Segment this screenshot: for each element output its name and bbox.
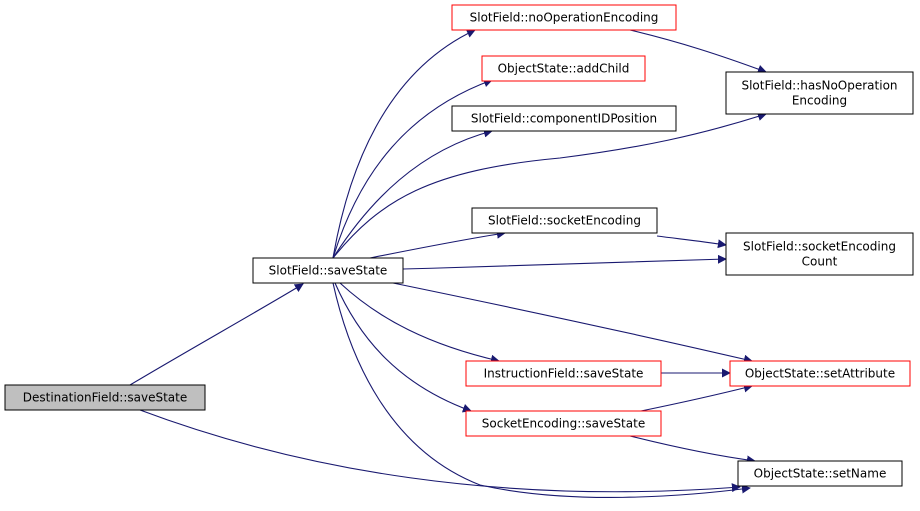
node-box[interactable]	[729, 360, 911, 387]
edge-slot-field-save-state-to-slot-field-socket-encoding-count	[402, 254, 727, 270]
node-slot-field-component-id-position[interactable]: SlotField::componentIDPosition	[451, 105, 677, 132]
node-label: SlotField::noOperationEncoding	[470, 11, 659, 25]
node-socket-encoding-save-state[interactable]: SocketEncoding::saveState	[465, 410, 662, 437]
node-object-state-set-attribute[interactable]: ObjectState::setAttribute	[729, 360, 911, 387]
edge-slot-field-save-state-to-socket-encoding-save-state	[334, 282, 472, 413]
node-box[interactable]	[465, 410, 662, 437]
edge-slot-field-save-state-to-slot-field-socket-encoding	[369, 229, 506, 259]
node-object-state-add-child[interactable]: ObjectState::addChild	[481, 55, 646, 82]
node-box[interactable]	[451, 4, 677, 31]
node-label: ObjectState::addChild	[498, 62, 630, 76]
edge-slot-field-save-state-to-instruction-field-save-state	[339, 282, 500, 364]
node-label: SlotField::saveState	[269, 264, 388, 278]
node-label: SlotField::componentIDPosition	[471, 112, 657, 126]
node-label: ObjectState::setName	[754, 467, 887, 481]
node-box[interactable]	[725, 232, 914, 276]
node-label: SlotField::hasNoOperation	[741, 79, 897, 93]
edge-socket-encoding-save-state-to-object-state-set-attribute	[640, 383, 753, 412]
node-label: Count	[802, 255, 838, 269]
node-label: DestinationField::saveState	[23, 391, 188, 405]
node-slot-field-save-state[interactable]: SlotField::saveState	[252, 257, 404, 284]
nodes-layer: DestinationField::saveState SlotField::sa…	[4, 4, 914, 487]
edge-slot-field-save-state-to-object-state-add-child	[332, 78, 493, 259]
node-box[interactable]	[725, 71, 914, 115]
edge-slot-field-save-state-to-slot-field-has-no-operation-encoding	[332, 112, 767, 259]
node-slot-field-no-operation-encoding[interactable]: SlotField::noOperationEncoding	[451, 4, 677, 31]
node-box[interactable]	[465, 360, 662, 387]
node-box[interactable]	[252, 257, 404, 284]
edge-slot-field-save-state-to-slot-field-no-operation-encoding	[332, 29, 476, 259]
edge-slot-field-save-state-to-object-state-set-name	[332, 282, 751, 498]
node-box[interactable]	[4, 384, 206, 411]
node-box[interactable]	[471, 207, 658, 234]
node-label: ObjectState::setAttribute	[745, 367, 895, 381]
node-label: Encoding	[792, 94, 847, 108]
edge-destination-field-save-state-to-slot-field-save-state	[129, 283, 304, 386]
node-object-state-set-name[interactable]: ObjectState::setName	[737, 460, 903, 487]
node-instruction-field-save-state[interactable]: InstructionField::saveState	[465, 360, 662, 387]
edge-slot-field-save-state-to-object-state-set-attribute	[392, 282, 753, 364]
node-label: SlotField::socketEncoding	[743, 240, 896, 254]
edge-slot-field-no-operation-encoding-to-slot-field-has-no-operation-encoding	[629, 29, 767, 74]
node-label: InstructionField::saveState	[484, 367, 644, 381]
node-destination-field-save-state[interactable]: DestinationField::saveState	[4, 384, 206, 411]
edge-slot-field-socket-encoding-to-slot-field-socket-encoding-count	[656, 235, 727, 249]
edge-socket-encoding-save-state-to-object-state-set-name	[629, 435, 756, 465]
edge-slot-field-save-state-to-slot-field-component-id-position	[332, 128, 493, 259]
node-slot-field-socket-encoding[interactable]: SlotField::socketEncoding	[471, 207, 658, 234]
node-label: SlotField::socketEncoding	[488, 214, 641, 228]
node-box[interactable]	[737, 460, 903, 487]
edges-layer	[129, 29, 767, 498]
edge-destination-field-save-state-to-object-state-set-name	[139, 409, 741, 493]
node-box[interactable]	[481, 55, 646, 82]
node-label: SocketEncoding::saveState	[482, 417, 645, 431]
node-box[interactable]	[451, 105, 677, 132]
